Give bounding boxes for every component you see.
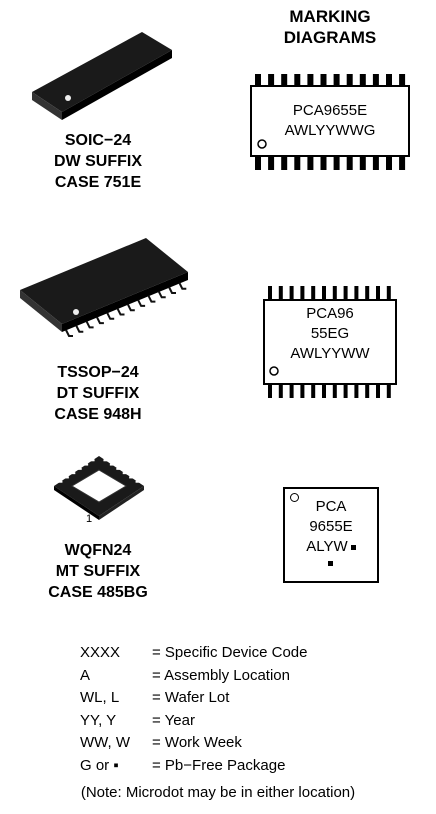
soic-24-name: SOIC−24: [64, 132, 132, 149]
wqfn24-name: WQFN24: [64, 542, 132, 559]
tssop-marking-line-3: AWLYYWW: [290, 345, 370, 362]
tssop-24-marking-box: [263, 286, 397, 398]
legend-key-wafer-lot: WL, L: [80, 689, 120, 706]
wqfn24-suffix: MT SUFFIX: [55, 563, 141, 580]
wqfn24-caption: WQFN24 MT SUFFIX CASE 485BG: [8, 540, 188, 603]
microdot-square-icon: [328, 561, 333, 566]
wqfn24-case: CASE 485BG: [48, 584, 148, 601]
microdot-note: (Note: Microdot may be in either locatio…: [80, 784, 356, 801]
soic-24-suffix: DW SUFFIX: [54, 153, 142, 170]
legend-value-assembly: = Assembly Location: [152, 666, 290, 684]
legend-value-pb-free: = Pb−Free Package: [152, 756, 286, 774]
tssop-marking-line-2: 55EG: [310, 325, 350, 342]
legend: XXXX = Specific Device Code A = Assembly…: [0, 642, 436, 782]
tssop-24-marking-text: PCA96 55EG AWLYYWW: [264, 304, 396, 364]
tssop-24-suffix: DT SUFFIX: [56, 385, 140, 402]
wqfn-marking-line-1: PCA: [315, 498, 347, 515]
legend-value-year: = Year: [152, 711, 195, 729]
legend-key-assembly: A: [80, 666, 91, 684]
wqfn-marking-line-2: 9655E: [309, 518, 353, 535]
soic-24-package-image: [32, 32, 172, 120]
pb-free-square-icon: [350, 544, 356, 550]
legend-key-year: YY, Y: [80, 711, 117, 729]
tssop-24-package-image: [20, 238, 188, 337]
soic-marking-line-2: AWLYYWWG: [284, 122, 376, 139]
soic-marking-line-1: PCA9655E: [292, 102, 368, 119]
wqfn24-package-image: [54, 456, 144, 520]
soic-24-marking-text: PCA9655E AWLYYWWG: [251, 101, 409, 141]
tssop-24-name: TSSOP−24: [57, 364, 139, 381]
legend-value-device-code: = Specific Device Code: [152, 644, 308, 661]
soic-24-caption: SOIC−24 DW SUFFIX CASE 751E: [8, 130, 188, 193]
wqfn24-marking-text: PCA 9655E ALYW: [285, 497, 377, 557]
legend-value-work-week: = Work Week: [152, 734, 242, 751]
tssop-24-caption: TSSOP−24 DT SUFFIX CASE 948H: [8, 362, 188, 425]
tssop-24-case: CASE 948H: [54, 406, 142, 423]
legend-key-work-week: WW, W: [80, 734, 130, 751]
legend-value-wafer-lot: = Wafer Lot: [152, 689, 230, 706]
pin1-microdot-icon: [290, 493, 299, 502]
wqfn24-marking-box: PCA 9655E ALYW: [283, 487, 379, 583]
legend-key-pb-free: G or ▪: [80, 756, 119, 774]
marking-diagrams-header: MARKING DIAGRAMS: [250, 6, 410, 48]
soic-24-marking-box: [250, 74, 410, 170]
wqfn-marking-line-3: ALYW: [285, 537, 377, 557]
wqfn-marking-line-3-text: ALYW: [306, 538, 348, 555]
wqfn24-pin1-label: 1: [86, 513, 93, 525]
tssop-marking-line-1: PCA96: [306, 305, 354, 322]
soic-24-case: CASE 751E: [54, 174, 142, 191]
header-line-1: MARKING: [289, 7, 371, 26]
legend-key-device-code: XXXX: [80, 644, 121, 661]
header-line-2: DIAGRAMS: [283, 28, 377, 47]
